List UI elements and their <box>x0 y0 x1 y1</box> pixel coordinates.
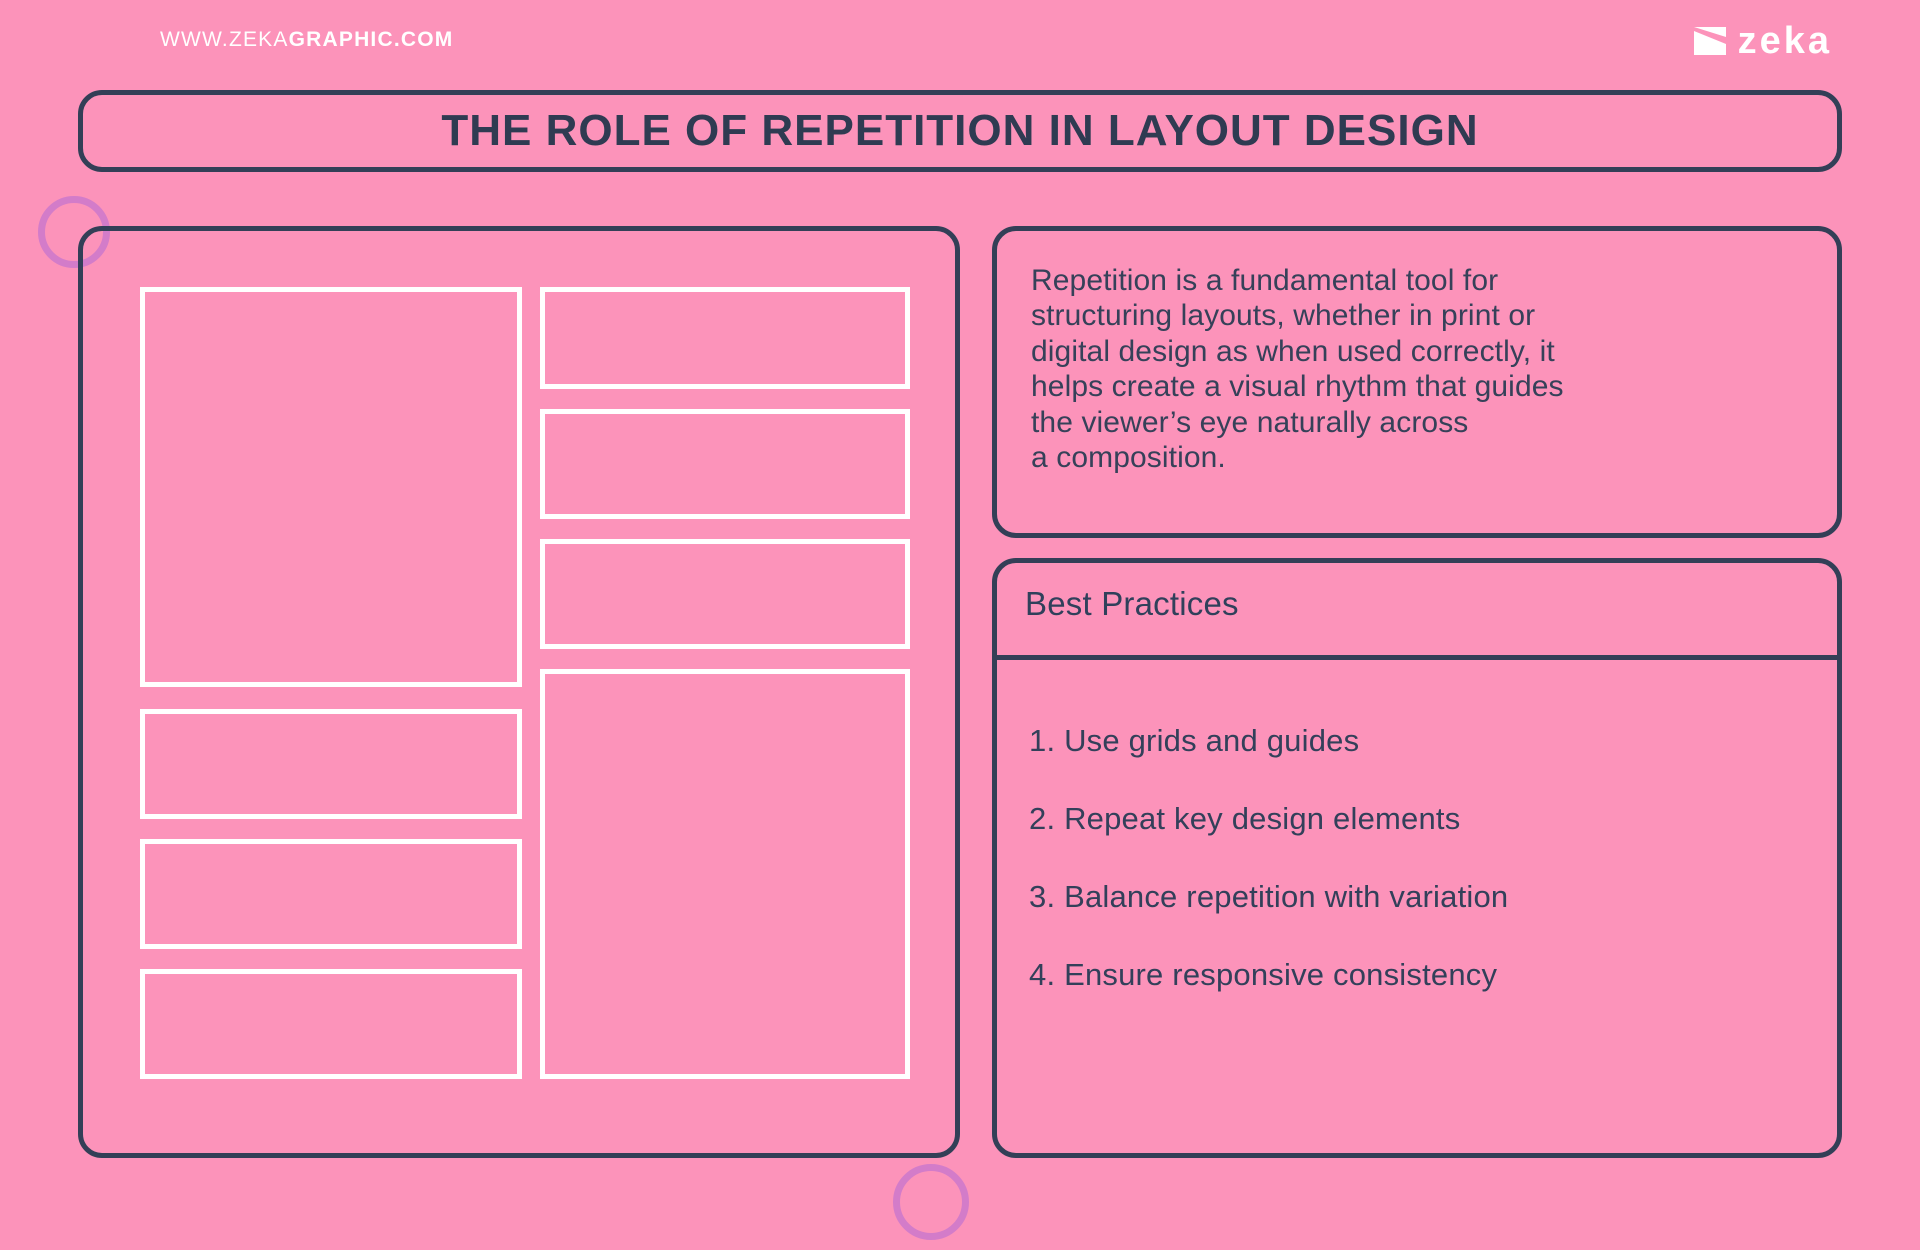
list-item: 1. Use grids and guides <box>1029 723 1360 758</box>
decorative-ring-bottom-icon <box>893 1164 969 1240</box>
best-practices-divider <box>992 655 1842 660</box>
site-url-light: WWW.ZEKA <box>160 28 289 51</box>
wireframe-right-block-1 <box>540 287 910 389</box>
intro-panel: Repetition is a fundamental tool for str… <box>992 226 1842 538</box>
title-banner: THE ROLE OF REPETITION IN LAYOUT DESIGN <box>78 90 1842 172</box>
zeka-slash-mark-icon <box>1693 27 1726 55</box>
list-item: 2. Repeat key design elements <box>1029 801 1461 836</box>
page-title: THE ROLE OF REPETITION IN LAYOUT DESIGN <box>441 106 1479 155</box>
intro-body-text: Repetition is a fundamental tool for str… <box>1031 264 1564 474</box>
brand-name: zeka <box>1737 20 1832 62</box>
top-bar: WWW.ZEKAGRAPHIC.COM zeka <box>0 0 1920 78</box>
site-url-bold: GRAPHIC.COM <box>288 28 454 51</box>
decorative-ring-left-icon <box>38 196 110 268</box>
wireframe-hero-block <box>140 287 522 687</box>
wireframe-right-block-3 <box>540 539 910 649</box>
wireframe-left-block-2 <box>140 709 522 819</box>
wireframe-grid <box>140 287 910 1107</box>
list-item: 4. Ensure responsive consistency <box>1029 957 1498 992</box>
wireframe-right-tall-block <box>540 669 910 1079</box>
site-url: WWW.ZEKAGRAPHIC.COM <box>160 28 453 52</box>
wireframe-left-block-4 <box>140 969 522 1079</box>
best-practices-panel: Best Practices 1. Use grids and guides 2… <box>992 558 1842 1158</box>
best-practices-list: 1. Use grids and guides 2. Repeat key de… <box>1029 725 1813 990</box>
wireframe-left-block-3 <box>140 839 522 949</box>
list-item: 3. Balance repetition with variation <box>1029 879 1509 914</box>
wireframe-right-block-2 <box>540 409 910 519</box>
wireframe-panel <box>78 226 960 1158</box>
brand-logo: zeka <box>1693 20 1832 62</box>
best-practices-heading: Best Practices <box>1025 585 1239 622</box>
